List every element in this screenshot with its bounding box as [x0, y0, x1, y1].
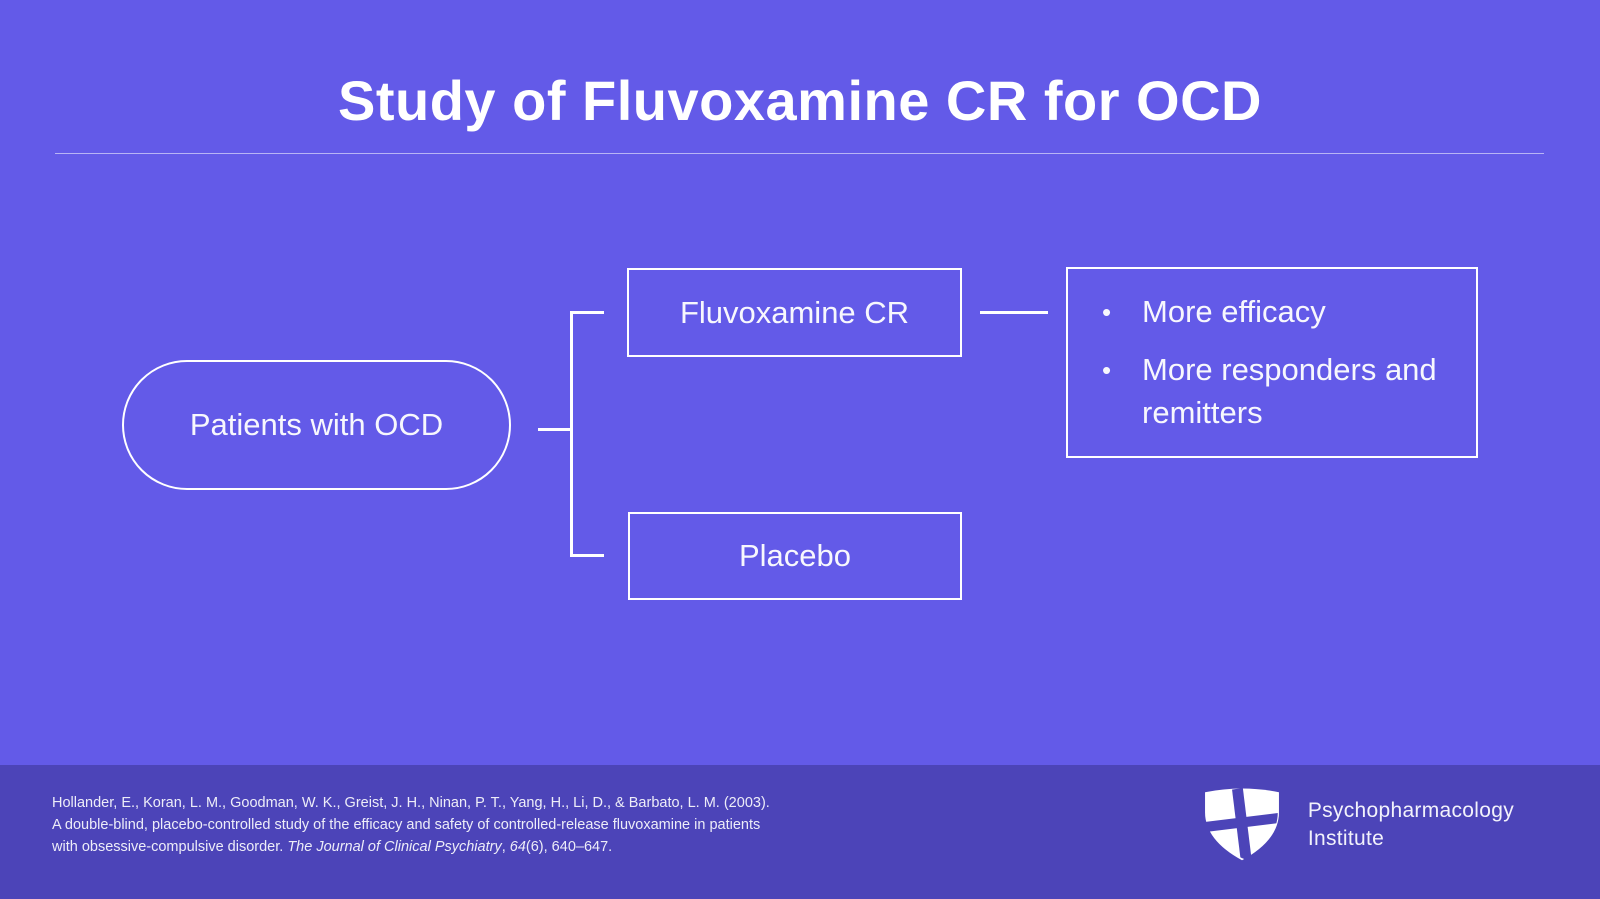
connector-population-to-branch: [538, 428, 571, 431]
footer: Hollander, E., Koran, L. M., Goodman, W.…: [0, 765, 1600, 899]
bullet-icon: •: [1102, 297, 1112, 327]
citation-line-2: A double-blind, placebo-controlled study…: [52, 817, 761, 833]
slide-title: Study of Fluvoxamine CR for OCD: [338, 69, 1262, 132]
shield-cross-icon: [1200, 787, 1284, 863]
psychopharmacology-institute-logo: Psychopharmacology Institute: [1200, 787, 1514, 863]
logo-name-line-2: Institute: [1307, 827, 1385, 850]
connector-branch-to-arm1: [570, 311, 604, 314]
connector-branch-to-arm2: [570, 554, 604, 557]
connector-arm1-to-outcomes: [980, 311, 1048, 314]
fluvoxamine-arm-node: Fluvoxamine CR: [627, 268, 962, 357]
citation: Hollander, E., Koran, L. M., Goodman, W.…: [52, 792, 852, 858]
outcome-text: More efficacy: [1142, 294, 1326, 329]
placebo-arm-label: Placebo: [738, 538, 852, 573]
logo-name: Psychopharmacology Institute: [1308, 797, 1514, 853]
bullet-icon: •: [1102, 355, 1112, 385]
outcomes-list: • More efficacy • More responders and re…: [1102, 291, 1452, 435]
title-divider-line: [55, 153, 1544, 154]
citation-line-3: with obsessive-compulsive disorder. The …: [52, 839, 613, 855]
journal-volume: 64: [509, 839, 526, 855]
fluvoxamine-arm-label: Fluvoxamine CR: [679, 294, 910, 330]
outcomes-node: • More efficacy • More responders and re…: [1066, 267, 1478, 458]
outcome-text: More responders and remitters: [1142, 352, 1437, 430]
outcome-item: • More responders and remitters: [1102, 349, 1452, 435]
placebo-arm-node: Placebo: [628, 512, 962, 600]
population-label: Patients with OCD: [189, 407, 444, 442]
journal-title: The Journal of Clinical Psychiatry: [287, 839, 502, 855]
connector-branch-vertical: [570, 311, 573, 557]
outcome-item: • More efficacy: [1102, 291, 1452, 334]
logo-name-line-1: Psychopharmacology: [1307, 799, 1514, 822]
citation-line-1: Hollander, E., Koran, L. M., Goodman, W.…: [52, 795, 770, 811]
population-node: Patients with OCD: [122, 360, 511, 490]
